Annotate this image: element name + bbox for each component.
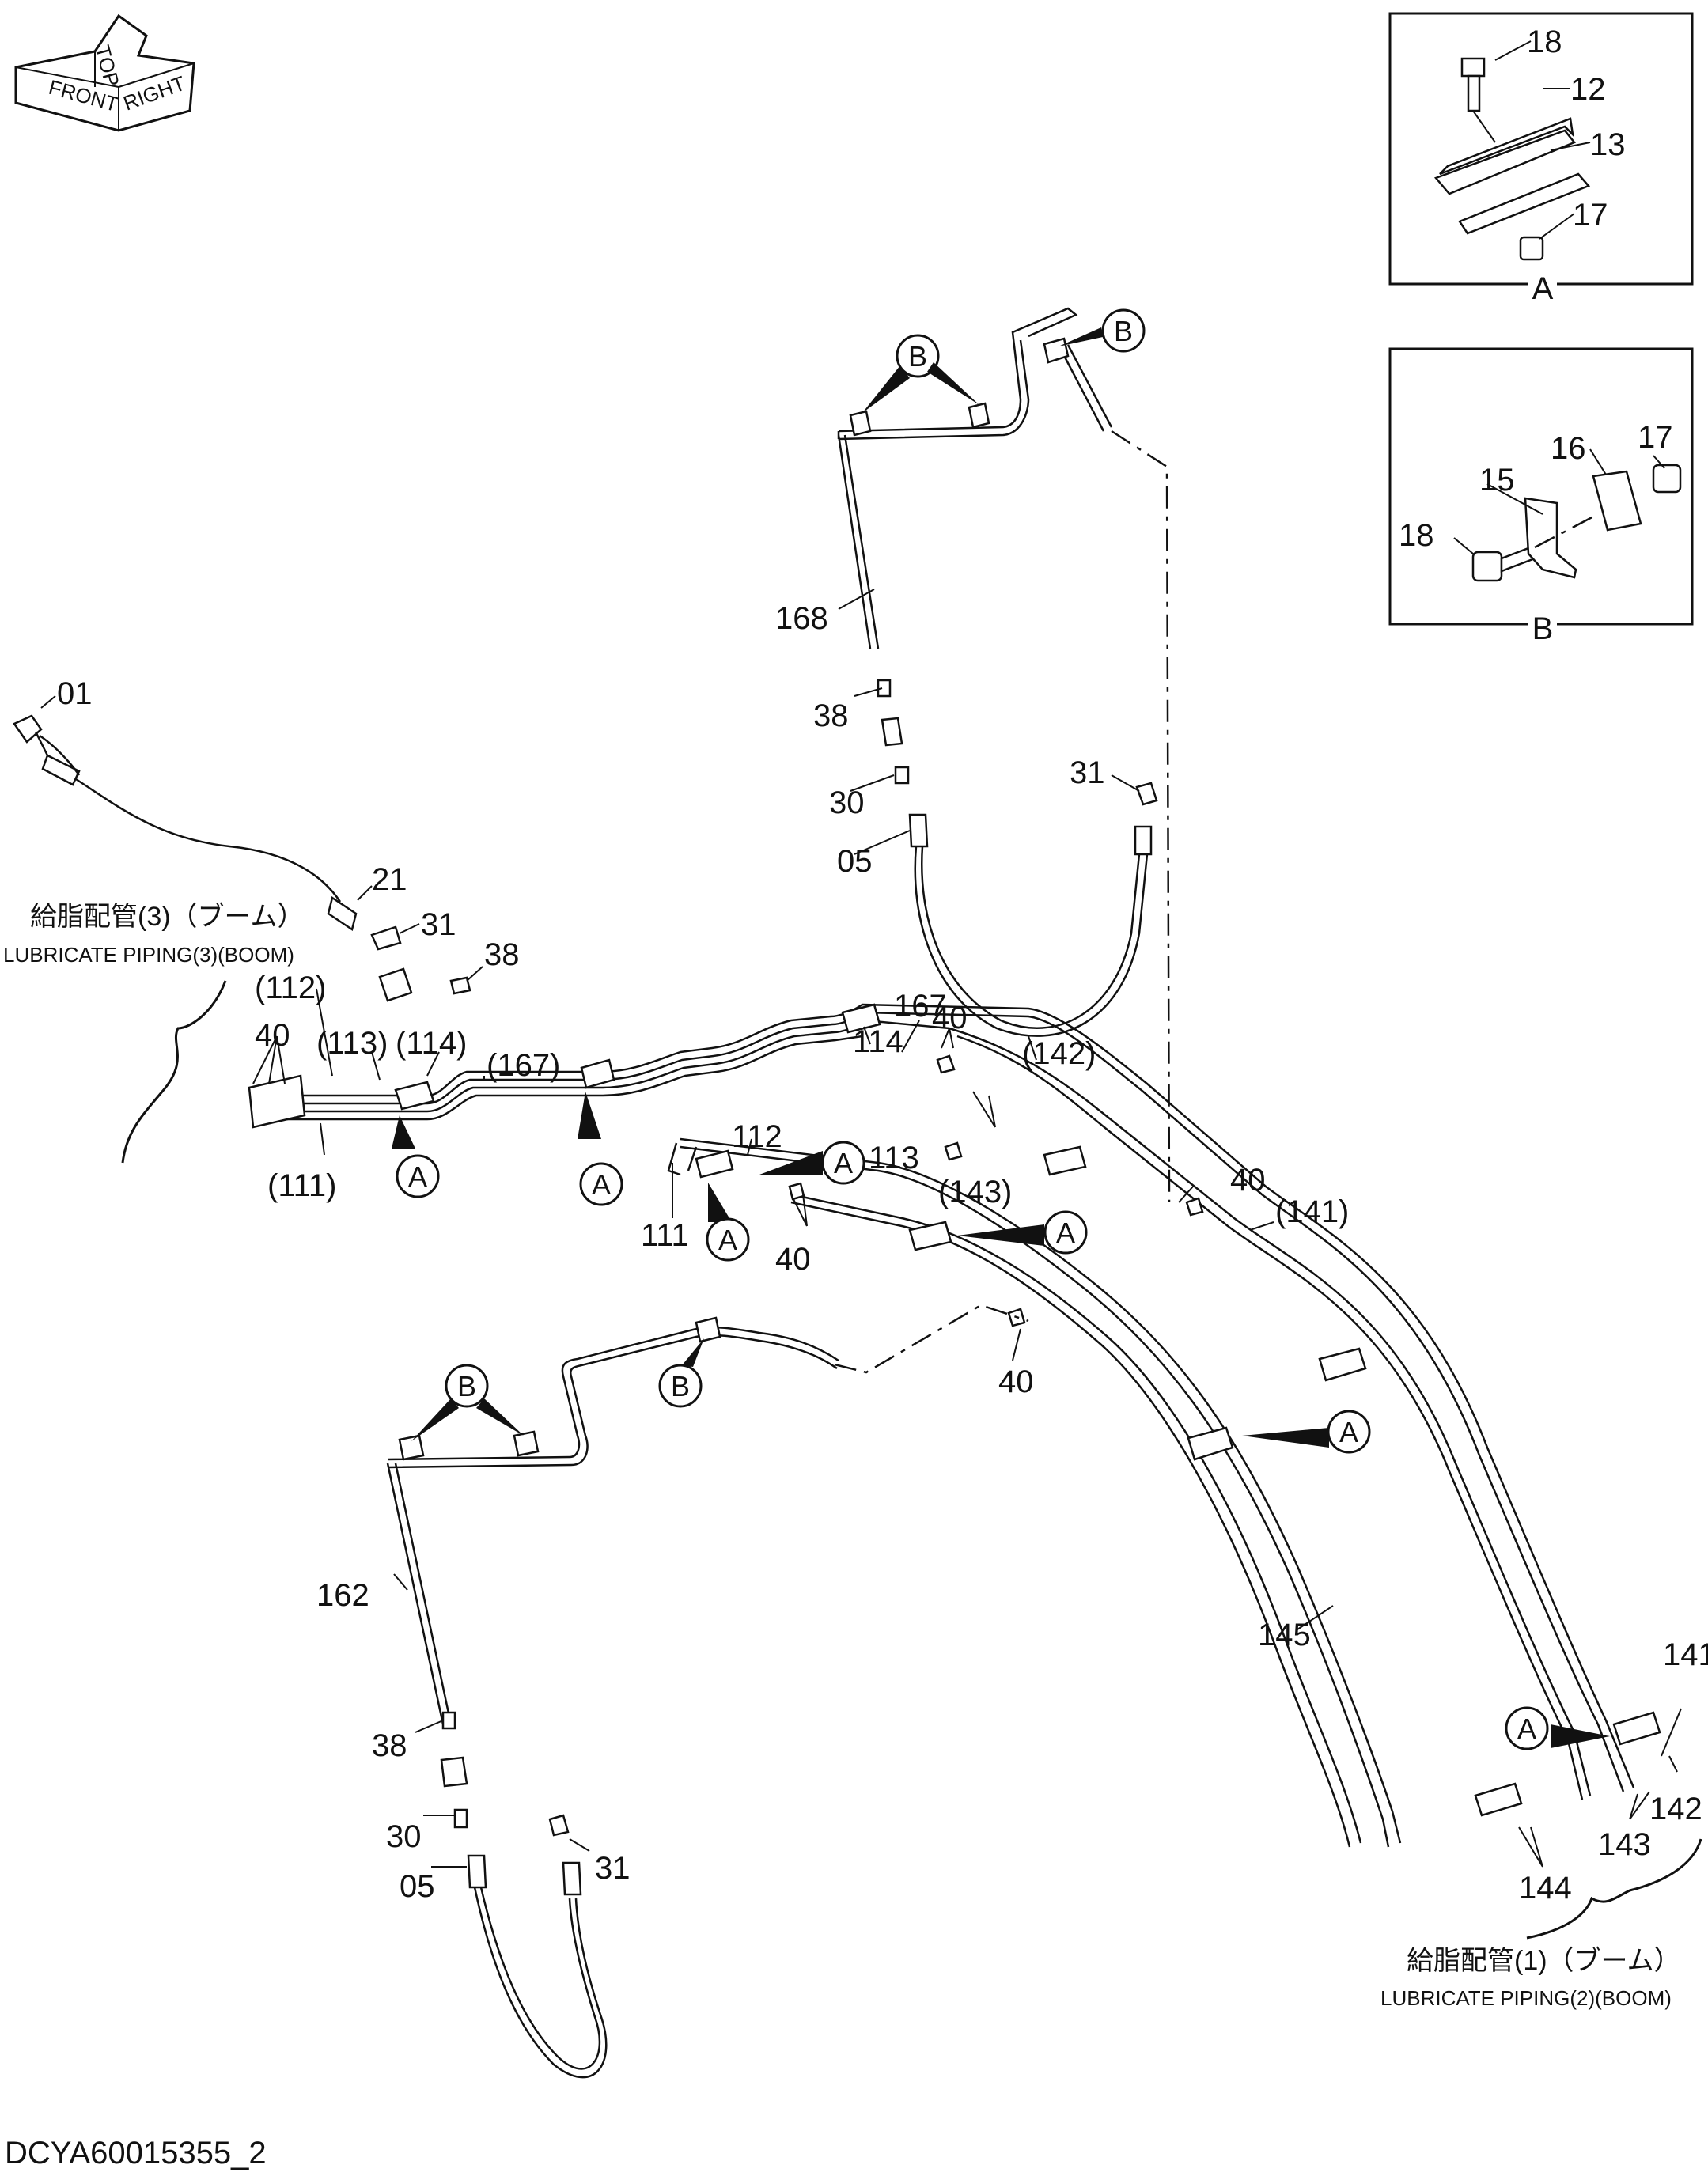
label-143: 143	[1598, 1827, 1651, 1862]
hose-assembly-upper-left: 01 21 31 38	[13, 676, 520, 1002]
label-38-upper-left: 38	[484, 937, 520, 972]
detail-a-title: A	[1532, 271, 1554, 306]
label-30-top: 30	[829, 785, 865, 820]
detail-a-label-13: 13	[1590, 127, 1626, 162]
svg-text:B: B	[908, 340, 927, 373]
label-38-top: 38	[813, 698, 849, 733]
collar-part	[1652, 464, 1682, 494]
label-114-ref: (114)	[396, 1026, 467, 1061]
label-05-top: 05	[837, 844, 873, 879]
label-30-bottom: 30	[386, 1819, 422, 1854]
label-40-lower: 40	[998, 1364, 1034, 1399]
detail-b-label-17: 17	[1638, 420, 1673, 455]
caption-lubricate-piping-1-jp: 給脂配管(1)（ブーム）	[1407, 1946, 1681, 1976]
callout-b-3	[445, 1364, 489, 1408]
clamp-lower-plate	[1458, 172, 1591, 235]
label-31-bottom: 31	[595, 1851, 631, 1886]
label-40-upper-middle: 40	[932, 1001, 968, 1035]
label-145: 145	[1258, 1618, 1311, 1652]
drawing-code: DCYA60015355_2	[5, 2136, 267, 2171]
label-141: 141	[1663, 1637, 1708, 1672]
detail-a-label-18: 18	[1527, 25, 1562, 59]
label-113-ref: (113)	[316, 1026, 388, 1061]
label-111: 111	[641, 1218, 689, 1253]
svg-text:A: A	[1056, 1217, 1075, 1249]
detail-a-label-12: 12	[1570, 72, 1606, 107]
svg-text:A: A	[592, 1168, 611, 1201]
callout-b-2	[1101, 308, 1146, 353]
callout-b-1	[896, 334, 940, 378]
callout-a-1-text: A	[408, 1160, 427, 1193]
callouts-a: A A A A A A A	[392, 1092, 1610, 1750]
callout-a-7	[1505, 1706, 1549, 1750]
pipe-168-assembly: 168 38 30 05 31	[775, 307, 1158, 1037]
pipe-162-assembly: 162 38 30 05 31	[316, 1316, 839, 2079]
dash-dot-connector-lower	[834, 1304, 1029, 1374]
caption-lubricate-piping-2-en: LUBRICATE PIPING(2)(BOOM)	[1380, 1986, 1672, 2010]
main-pipe-bundle	[252, 1003, 1635, 1848]
callouts-b: B B B B	[411, 308, 1146, 1441]
caption-lubricate-piping-3-en: LUBRICATE PIPING(3)(BOOM)	[3, 943, 294, 967]
label-142-ref: (142)	[1022, 1036, 1096, 1071]
callout-a-3	[821, 1141, 865, 1185]
callout-a-2	[579, 1162, 623, 1206]
break-line-lower-right	[1526, 1838, 1702, 1940]
clamps-a	[248, 1003, 1661, 1817]
label-40-right: 40	[1230, 1163, 1266, 1198]
label-144: 144	[1519, 1871, 1572, 1906]
label-114: 114	[853, 1024, 903, 1059]
label-31-top: 31	[1070, 755, 1105, 790]
label-31-upper-left: 31	[421, 907, 456, 942]
detail-box-b: B 17 16 15 18	[1388, 347, 1694, 646]
detail-b-label-18: 18	[1399, 518, 1434, 553]
bolt-head-part	[1471, 551, 1503, 582]
svg-text:A: A	[1517, 1713, 1536, 1745]
label-40-middle: 40	[775, 1242, 811, 1277]
svg-text:A: A	[718, 1224, 737, 1256]
detail-b-label-16: 16	[1551, 431, 1586, 466]
detail-b-label-15: 15	[1479, 463, 1515, 498]
label-142: 142	[1649, 1792, 1702, 1826]
svg-text:B: B	[671, 1370, 690, 1402]
label-21: 21	[372, 862, 407, 897]
callout-a-1	[396, 1154, 440, 1198]
plate-part	[1592, 470, 1642, 532]
detail-b-title: B	[1532, 611, 1554, 646]
callout-a-5	[1043, 1210, 1088, 1255]
caption-lubricate-piping-3-jp: 給脂配管(3)（ブーム）	[30, 902, 305, 932]
break-line-upper-left	[121, 980, 227, 1164]
label-113: 113	[869, 1141, 919, 1175]
label-143-ref: (143)	[938, 1175, 1012, 1209]
bolt-part	[1460, 57, 1486, 112]
callout-a-4	[706, 1217, 750, 1262]
label-40-left: 40	[255, 1018, 290, 1053]
svg-text:B: B	[1114, 315, 1133, 347]
detail-box-a: A 18 12 13 17	[1388, 12, 1694, 306]
label-01: 01	[57, 676, 93, 711]
nut-part	[1519, 236, 1544, 261]
label-05-bottom: 05	[400, 1869, 435, 1904]
label-112: 112	[732, 1119, 782, 1154]
label-112-ref: (112)	[255, 971, 326, 1005]
label-141-ref: (141)	[1275, 1194, 1349, 1229]
svg-text:B: B	[457, 1370, 476, 1402]
dash-dot-connector-right	[1111, 430, 1171, 1203]
label-167-ref: (167)	[487, 1048, 560, 1083]
label-168: 168	[775, 601, 828, 636]
clamp-upper-plate	[1433, 117, 1577, 195]
detail-a-label-17: 17	[1573, 198, 1608, 233]
callout-a-6	[1327, 1410, 1371, 1454]
bundle-labels: (112) 40 (113) (114) (167) (111) 167 114…	[252, 971, 1708, 1906]
callout-b-4	[658, 1364, 703, 1408]
orientation-icon: FRONT TOP RIGHT	[14, 13, 195, 132]
bracket-part	[1524, 497, 1577, 579]
label-162: 162	[316, 1578, 369, 1613]
svg-text:A: A	[1339, 1416, 1358, 1448]
label-38-bottom: 38	[372, 1728, 407, 1763]
svg-text:A: A	[834, 1147, 853, 1179]
label-111-ref: (111)	[267, 1168, 336, 1203]
right-label: RIGHT	[120, 71, 188, 115]
label-167: 167	[894, 989, 947, 1024]
